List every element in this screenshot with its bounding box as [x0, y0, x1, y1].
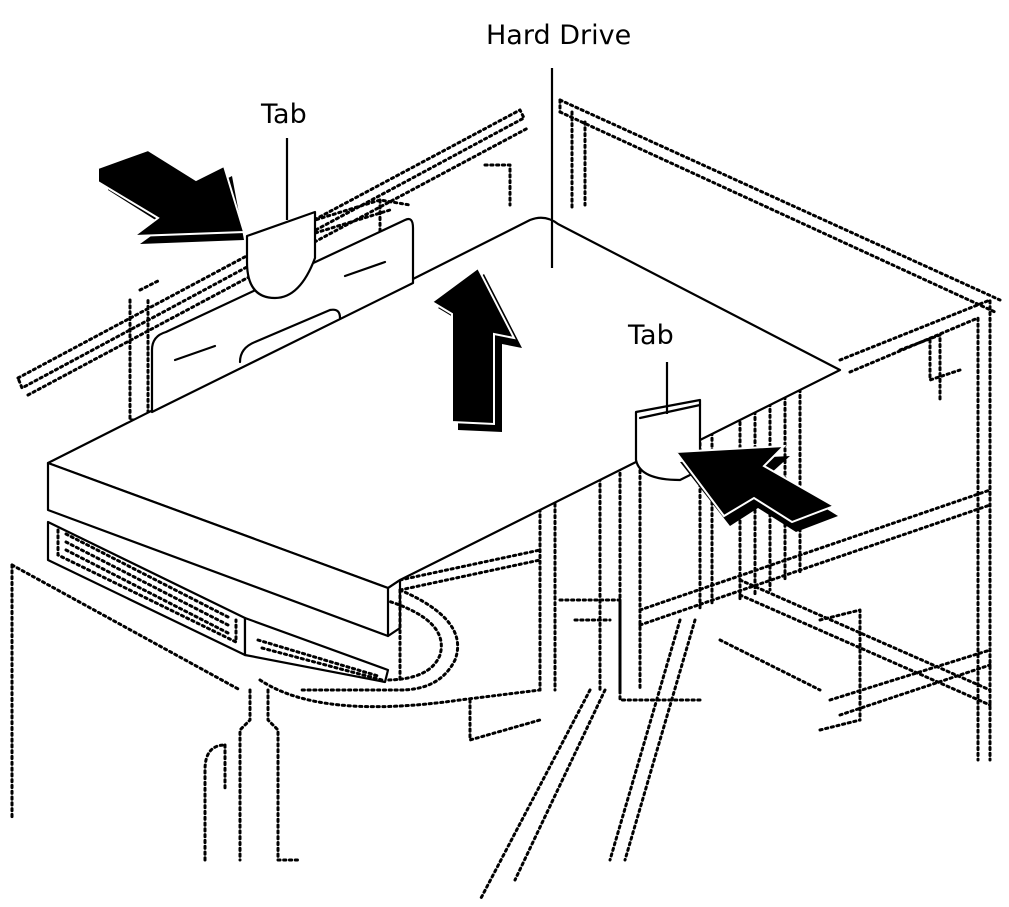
tab-left [245, 138, 317, 300]
arrow-left-icon [674, 444, 838, 532]
arrow-right-icon [97, 148, 246, 244]
drive-bracket [150, 217, 415, 414]
tab-right-label: Tab [628, 320, 674, 351]
tab-left-label: Tab [261, 99, 307, 130]
hard-drive-label: Hard Drive [486, 20, 632, 51]
arrow-up-icon [430, 266, 522, 432]
hard-drive [46, 216, 842, 684]
